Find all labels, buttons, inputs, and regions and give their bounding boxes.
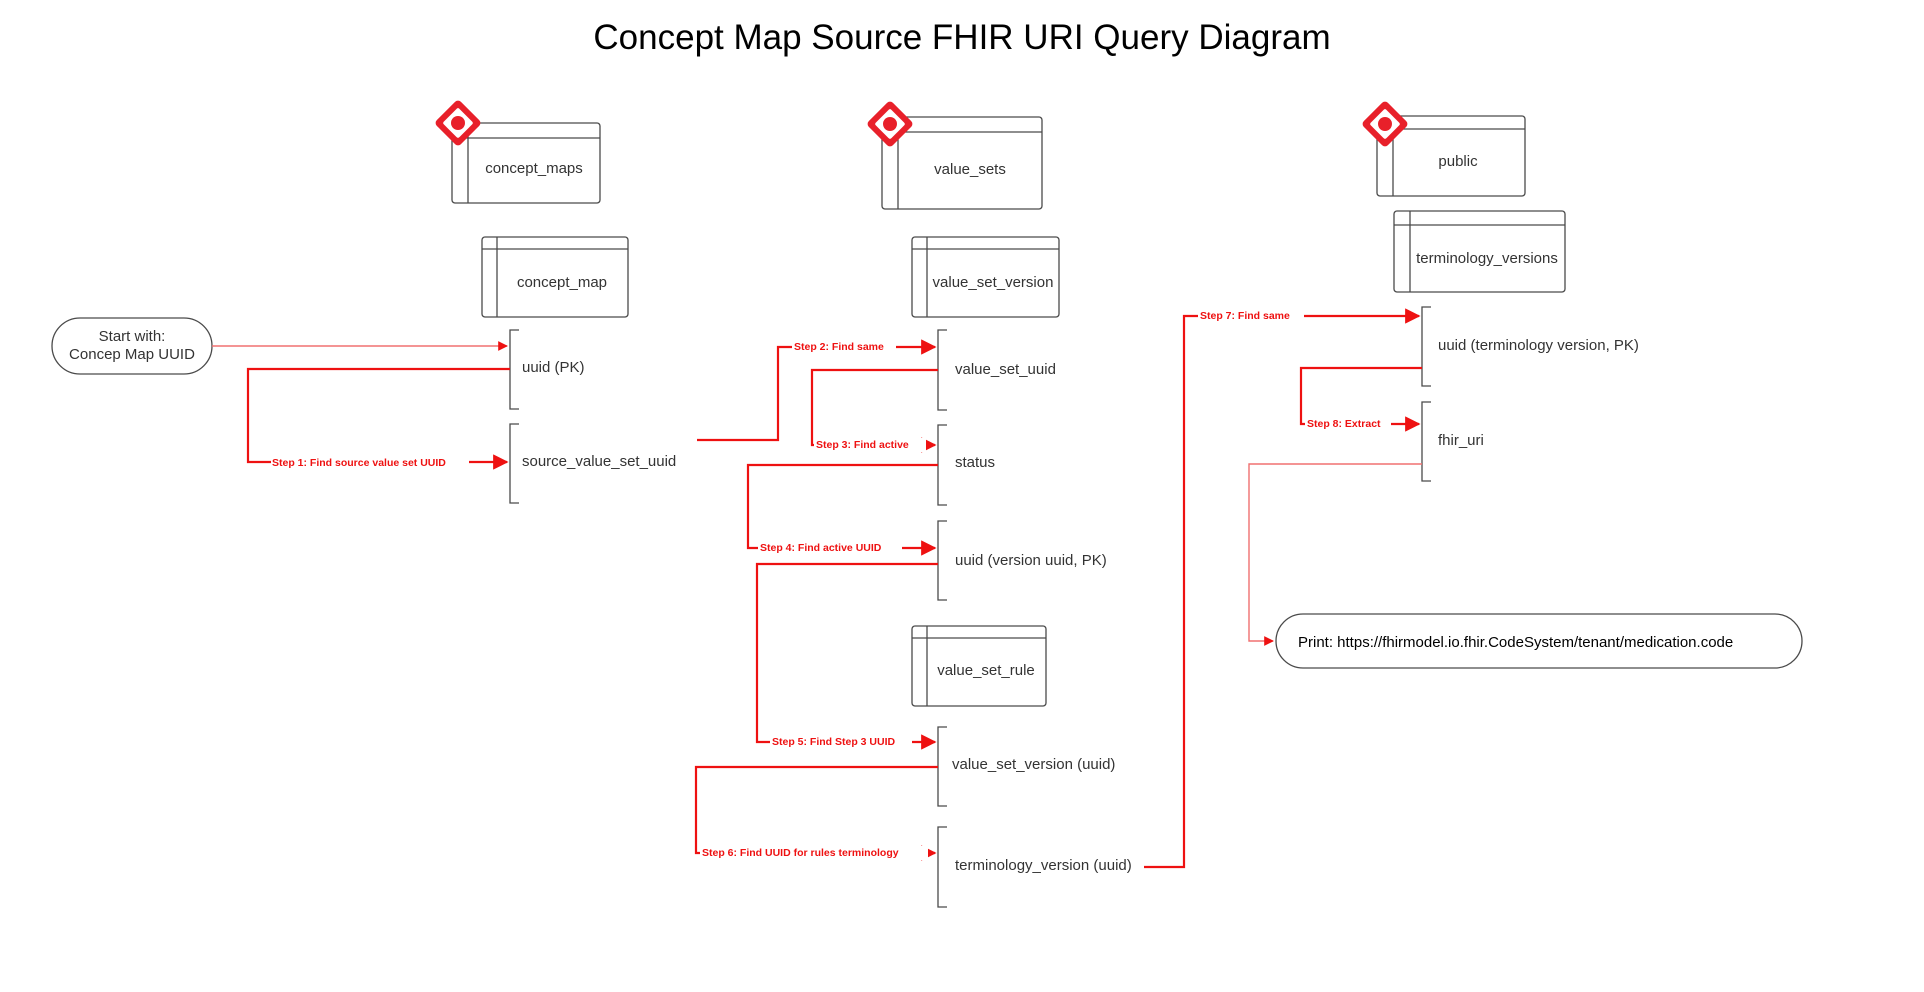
svg-text:Step 6: Find UUID for rules te: Step 6: Find UUID for rules terminology (702, 847, 899, 859)
schema-label-value-sets: value_sets (934, 161, 1006, 178)
step-label-1: Step 1: Find source value set UUID (271, 455, 469, 469)
svg-text:uuid (terminology version, PK): uuid (terminology version, PK) (1438, 337, 1639, 354)
svg-text:terminology_version (uuid): terminology_version (uuid) (955, 857, 1132, 874)
svg-text:Step 8: Extract: Step 8: Extract (1307, 418, 1381, 430)
field-terminology-version-uuid: terminology_version (uuid) (937, 826, 1132, 908)
svg-text:Print: https://fhirmodel.io.fh: Print: https://fhirmodel.io.fhir.CodeSys… (1298, 634, 1733, 651)
svg-text:Step 4: Find active UUID: Step 4: Find active UUID (760, 542, 882, 554)
schema-diamond-icon (435, 100, 481, 146)
connector-print (1248, 463, 1422, 646)
field-value-set-version-uuid: value_set_version (uuid) (937, 726, 1115, 807)
svg-text:Step 7: Find same: Step 7: Find same (1200, 310, 1290, 322)
field-uuid-version-pk: uuid (version uuid, PK) (937, 520, 1107, 601)
connector-step-2 (697, 339, 937, 442)
schema-value-sets: value_sets (867, 101, 1043, 210)
field-status: status (937, 424, 995, 506)
svg-text:Step 5: Find Step 3 UUID: Step 5: Find Step 3 UUID (772, 736, 896, 748)
step-label-2: Step 2: Find same (792, 340, 896, 354)
table-concept-map: concept_map (481, 236, 629, 318)
svg-text:Concep Map UUID: Concep Map UUID (69, 346, 195, 363)
schema-diamond-icon (867, 101, 913, 147)
table-label-value-set-version: value_set_version (933, 274, 1054, 291)
connector-step-1 (246, 367, 510, 470)
step-label-8: Step 8: Extract (1305, 417, 1391, 431)
schema-concept-maps: concept_maps (435, 100, 601, 204)
svg-text:status: status (955, 454, 995, 471)
connector-step-7 (1144, 308, 1421, 869)
step-label-3: Step 3: Find active (814, 438, 926, 452)
connector-step-3 (810, 368, 938, 453)
svg-text:uuid (version uuid, PK): uuid (version uuid, PK) (955, 552, 1107, 569)
svg-text:Step 2: Find same: Step 2: Find same (794, 341, 884, 353)
field-value-set-uuid: value_set_uuid (937, 329, 1056, 411)
field-source-value-set-uuid: source_value_set_uuid (509, 423, 676, 504)
field-fhir-uri: fhir_uri (1421, 401, 1484, 482)
step-label-4: Step 4: Find active UUID (758, 541, 902, 555)
table-value-set-rule: value_set_rule (911, 625, 1047, 707)
svg-text:value_set_version (uuid): value_set_version (uuid) (952, 756, 1115, 773)
step-label-6: Step 6: Find UUID for rules terminology (700, 846, 928, 860)
table-terminology-versions: terminology_versions (1393, 210, 1566, 293)
field-uuid-pk: uuid (PK) (509, 329, 585, 410)
start-node: Start with: Concep Map UUID (51, 317, 213, 375)
table-label-terminology-versions: terminology_versions (1416, 250, 1558, 267)
end-node: Print: https://fhirmodel.io.fhir.CodeSys… (1275, 613, 1803, 669)
svg-text:value_set_uuid: value_set_uuid (955, 361, 1056, 378)
step-label-7: Step 7: Find same (1198, 309, 1304, 323)
diagram-title: Concept Map Source FHIR URI Query Diagra… (593, 18, 1331, 57)
table-label-value-set-rule: value_set_rule (937, 662, 1035, 679)
step-label-5: Step 5: Find Step 3 UUID (770, 735, 912, 749)
table-value-set-version: value_set_version (911, 236, 1060, 318)
field-uuid-terminology-version-pk: uuid (terminology version, PK) (1421, 306, 1639, 387)
svg-text:Step 1: Find source value set: Step 1: Find source value set UUID (272, 457, 446, 469)
svg-text:uuid (PK): uuid (PK) (522, 359, 585, 376)
schema-diamond-icon (1362, 101, 1408, 147)
svg-text:Step 3: Find active: Step 3: Find active (816, 439, 909, 451)
schema-label-concept-maps: concept_maps (485, 160, 583, 177)
connector-step-6 (694, 765, 938, 861)
table-label-concept-map: concept_map (517, 274, 607, 291)
svg-text:fhir_uri: fhir_uri (1438, 432, 1484, 449)
svg-text:source_value_set_uuid: source_value_set_uuid (522, 453, 676, 470)
connector-step-4 (746, 463, 938, 556)
connector-step-8 (1299, 366, 1422, 432)
schema-label-public: public (1438, 153, 1478, 170)
schema-public: public (1362, 101, 1526, 197)
svg-text:Start with:: Start with: (99, 328, 166, 345)
connector-step-5 (755, 562, 938, 750)
